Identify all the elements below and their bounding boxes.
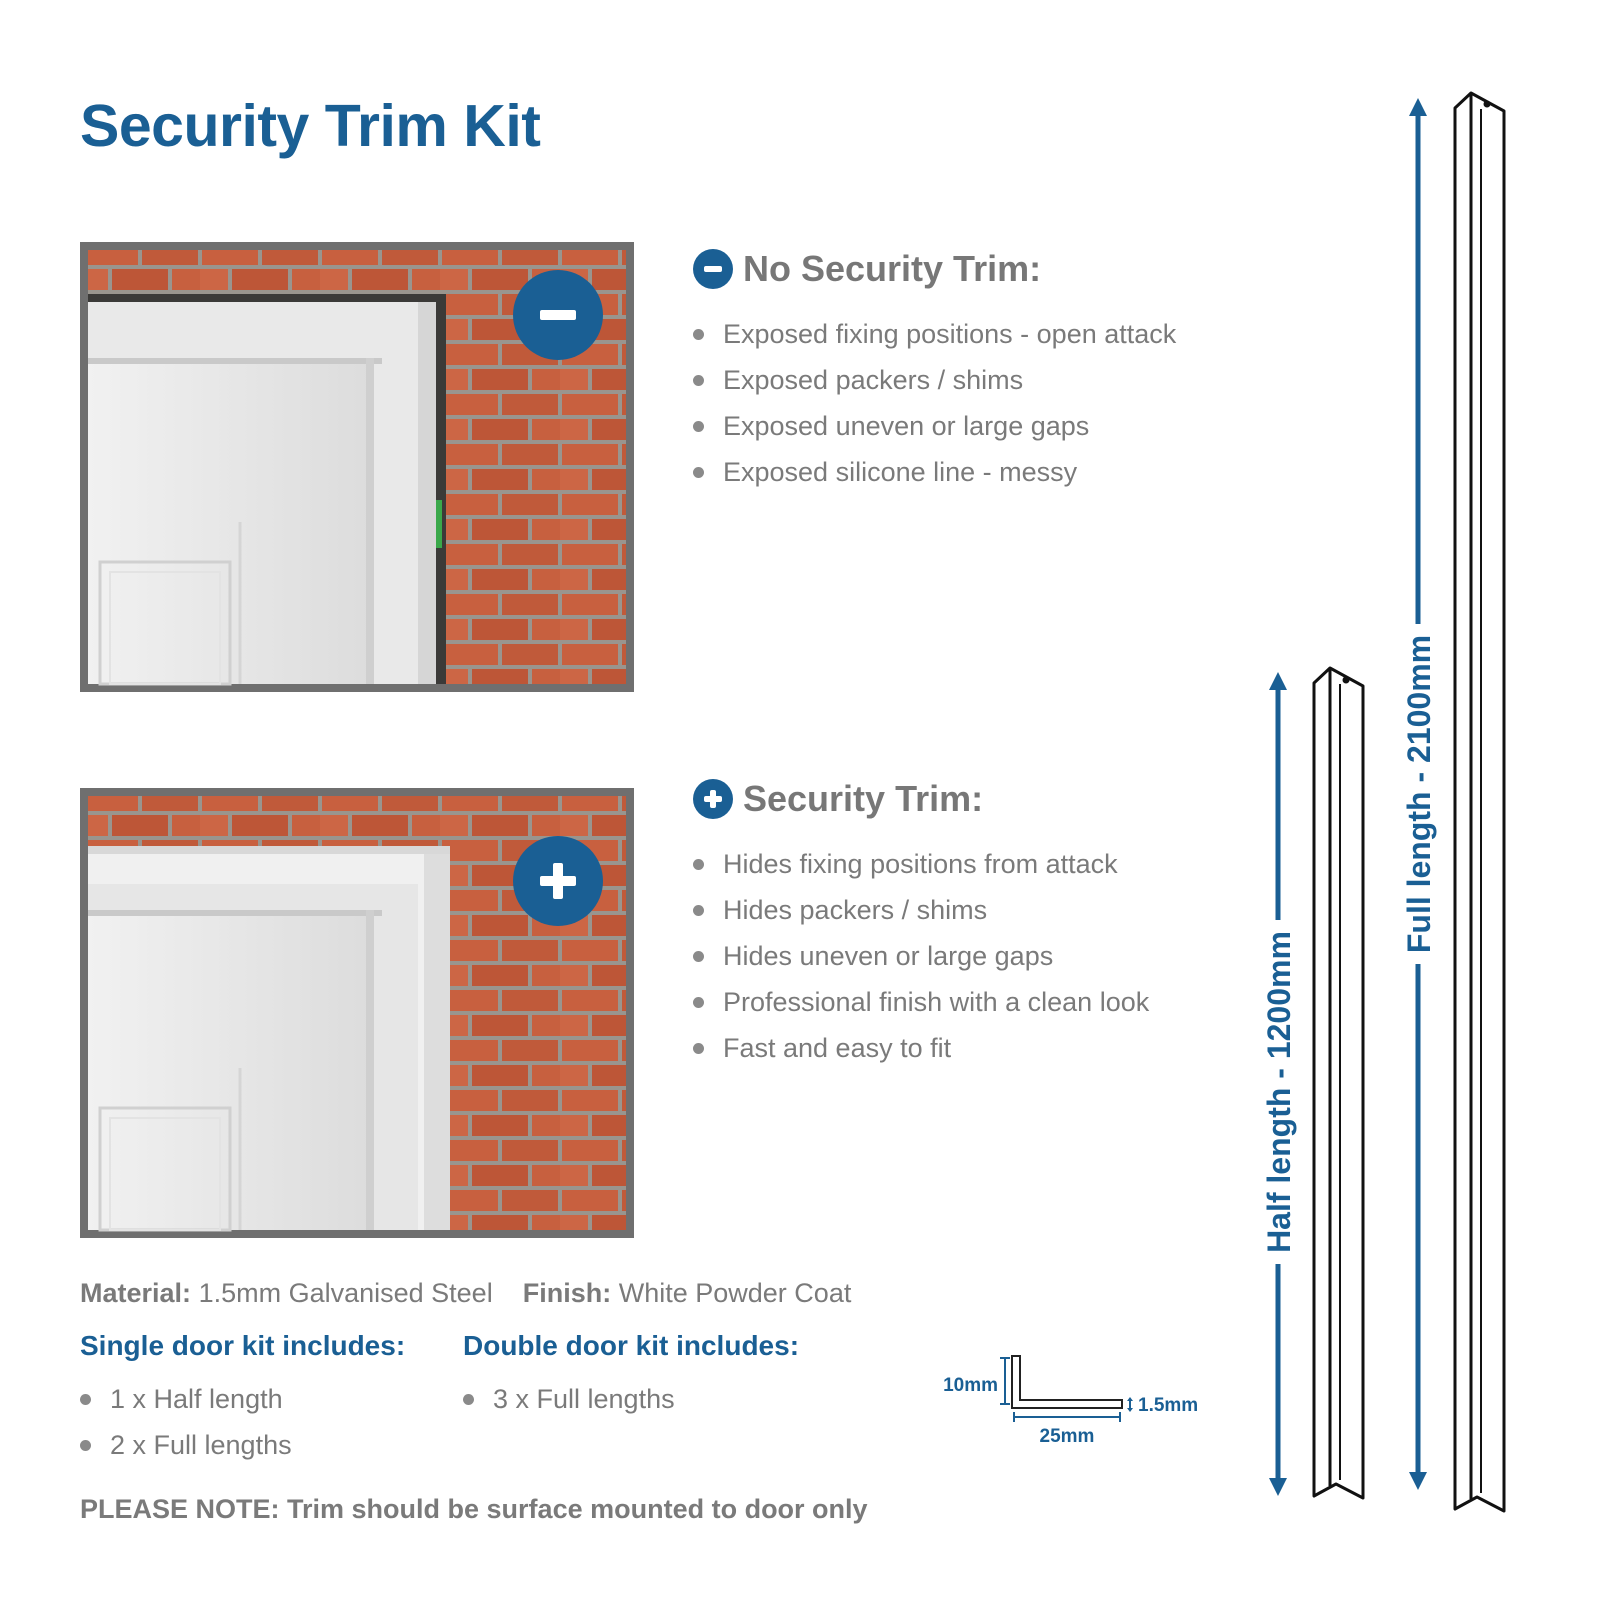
no-trim-heading: No Security Trim:	[693, 248, 1041, 290]
list-item: Exposed packers / shims	[693, 357, 1176, 403]
list-item: Exposed silicone line - messy	[693, 449, 1176, 495]
single-kit-list: 1 x Half length 2 x Full lengths	[80, 1376, 292, 1468]
profile-height-label: 10mm	[943, 1375, 998, 1396]
list-item: Hides uneven or large gaps	[693, 933, 1149, 979]
plus-circle-icon	[513, 836, 603, 926]
profile-width-label: 25mm	[1040, 1426, 1095, 1447]
with-trim-photo	[80, 788, 634, 1238]
half-length-trim-bar	[1312, 666, 1365, 1500]
minus-circle-icon	[513, 270, 603, 360]
with-trim-heading-text: Security Trim:	[743, 778, 984, 819]
no-trim-photo	[80, 242, 634, 692]
list-item: Fast and easy to fit	[693, 1025, 1149, 1071]
mounting-note: PLEASE NOTE: Trim should be surface moun…	[80, 1494, 868, 1524]
single-kit-heading: Single door kit includes:	[80, 1330, 406, 1361]
full-length-label: Full length - 2100mm	[1401, 635, 1437, 953]
list-item: Professional finish with a clean look	[693, 979, 1149, 1025]
with-trim-heading: Security Trim:	[693, 778, 983, 820]
no-trim-heading-text: No Security Trim:	[743, 248, 1042, 289]
material-finish-line: Material: 1.5mm Galvanised Steel Finish:…	[80, 1278, 851, 1309]
list-item: Hides packers / shims	[693, 887, 1149, 933]
material-label: Material:	[80, 1278, 192, 1308]
double-kit-list: 3 x Full lengths	[463, 1376, 675, 1422]
minus-circle-icon	[693, 249, 733, 289]
half-length-label: Half length - 1200mm	[1261, 931, 1297, 1253]
finish-value: White Powder Coat	[618, 1278, 852, 1308]
trim-profile-diagram	[1000, 1355, 1133, 1422]
no-trim-list: Exposed fixing positions - open attack E…	[693, 311, 1176, 495]
list-item: 2 x Full lengths	[80, 1422, 292, 1468]
list-item: Exposed fixing positions - open attack	[693, 311, 1176, 357]
plus-circle-icon	[693, 779, 733, 819]
profile-thickness-label: 1.5mm	[1138, 1395, 1198, 1416]
list-item: 3 x Full lengths	[463, 1376, 675, 1422]
double-kit-heading: Double door kit includes:	[463, 1330, 800, 1361]
full-length-trim-bar	[1453, 91, 1506, 1513]
page-title: Security Trim Kit	[80, 93, 541, 159]
list-item: 1 x Half length	[80, 1376, 292, 1422]
material-value: 1.5mm Galvanised Steel	[198, 1278, 493, 1308]
with-trim-list: Hides fixing positions from attack Hides…	[693, 841, 1149, 1071]
finish-label: Finish:	[522, 1278, 612, 1308]
list-item: Hides fixing positions from attack	[693, 841, 1149, 887]
list-item: Exposed uneven or large gaps	[693, 403, 1176, 449]
